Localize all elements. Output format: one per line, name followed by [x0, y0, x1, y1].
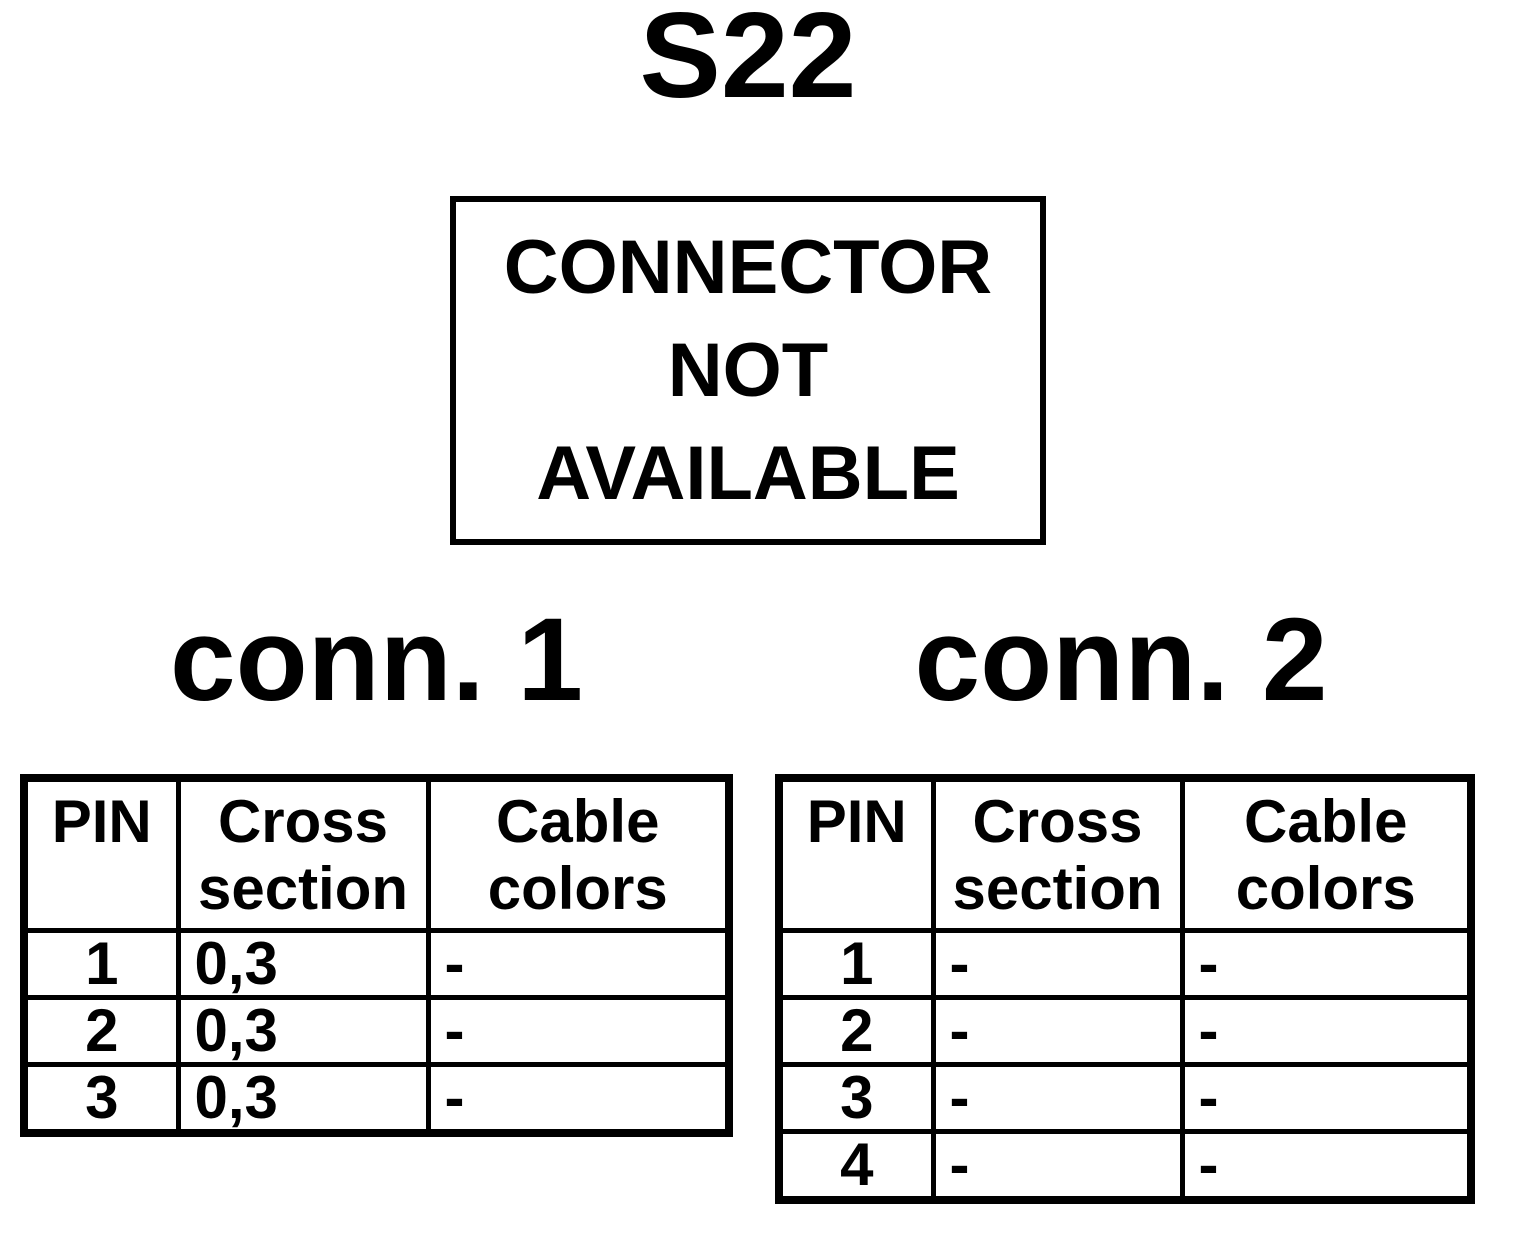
- conn-2-header-row: PIN Cross section Cable colors: [776, 775, 1474, 933]
- conn-1-label: conn. 1: [169, 594, 584, 726]
- cross-section-value: -: [930, 1129, 1185, 1203]
- cross-section-value: -: [930, 928, 1185, 1000]
- conn-1-pin-table: PIN Cross section Cable colors 1 0,3 - 2…: [20, 774, 733, 1137]
- pin-number: 2: [21, 995, 181, 1067]
- conn-2-pin-row-3: 3 - -: [776, 1062, 1474, 1134]
- notice-line-1: CONNECTOR: [503, 225, 993, 310]
- conn-2-pin-row-4: 4 - -: [776, 1129, 1474, 1203]
- conn-1-pin-row-2: 2 0,3 -: [21, 995, 732, 1067]
- cable-colors-value: -: [1179, 928, 1474, 1000]
- cable-colors-value: -: [1179, 995, 1474, 1067]
- cross-section-value: -: [930, 995, 1185, 1067]
- conn-1-col-header-cross-section: Cross section: [175, 775, 431, 933]
- cable-colors-value: -: [425, 928, 732, 1000]
- cross-section-value: 0,3: [175, 995, 431, 1067]
- conn-2-pin-row-2: 2 - -: [776, 995, 1474, 1067]
- conn-2-col-header-cable-colors: Cable colors: [1179, 775, 1474, 933]
- conn-1-col-header-pin: PIN: [21, 775, 181, 933]
- page-title: S22: [639, 0, 857, 123]
- pin-number: 3: [776, 1062, 936, 1134]
- conn-2-col-header-pin: PIN: [776, 775, 936, 933]
- cable-colors-value: -: [425, 1062, 732, 1136]
- connector-not-available-box: CONNECTOR NOT AVAILABLE: [450, 196, 1046, 545]
- conn-2-label: conn. 2: [914, 594, 1328, 726]
- conn-2-pin-table: PIN Cross section Cable colors 1 - - 2 -…: [775, 774, 1475, 1204]
- notice-line-2: NOT: [667, 328, 829, 413]
- cross-section-value: 0,3: [175, 1062, 431, 1136]
- pin-number: 3: [21, 1062, 181, 1136]
- pin-number: 4: [776, 1129, 936, 1203]
- cable-colors-value: -: [425, 995, 732, 1067]
- conn-1-col-header-cable-colors: Cable colors: [425, 775, 732, 933]
- pin-number: 2: [776, 995, 936, 1067]
- conn-1-pin-row-3: 3 0,3 -: [21, 1062, 732, 1136]
- conn-1-pin-row-1: 1 0,3 -: [21, 928, 732, 1000]
- pin-number: 1: [776, 928, 936, 1000]
- conn-2-col-header-cross-section: Cross section: [930, 775, 1185, 933]
- cable-colors-value: -: [1179, 1062, 1474, 1134]
- cable-colors-value: -: [1179, 1129, 1474, 1203]
- pin-number: 1: [21, 928, 181, 1000]
- conn-1-header-row: PIN Cross section Cable colors: [21, 775, 732, 933]
- cross-section-value: 0,3: [175, 928, 431, 1000]
- conn-2-pin-row-1: 1 - -: [776, 928, 1474, 1000]
- cross-section-value: -: [930, 1062, 1185, 1134]
- notice-line-3: AVAILABLE: [536, 431, 960, 516]
